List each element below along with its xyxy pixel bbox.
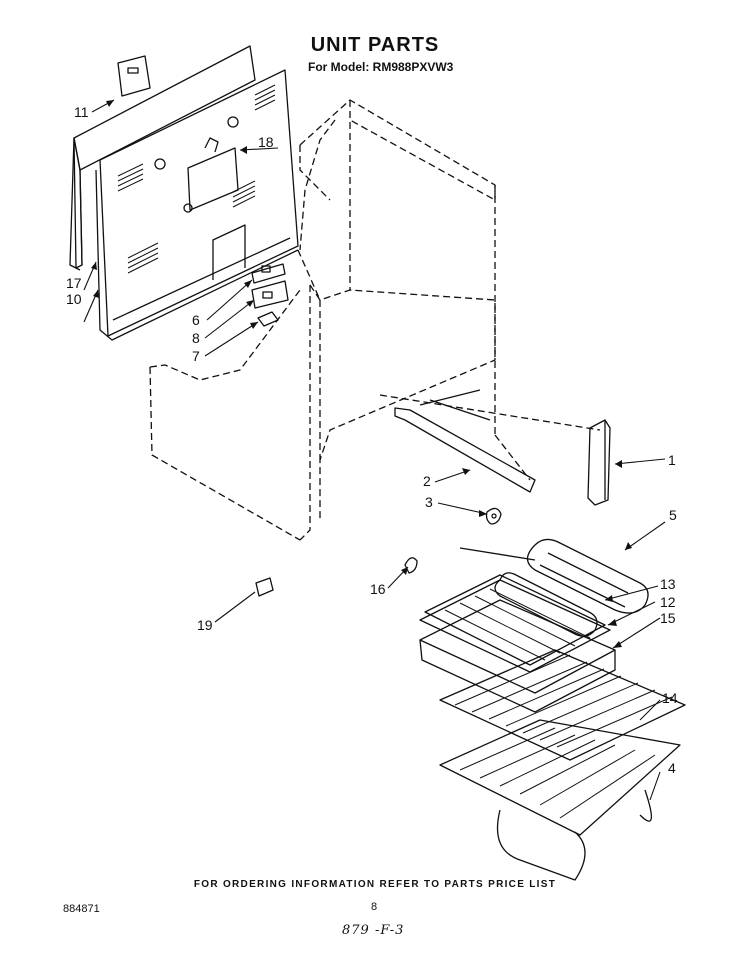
part-6-bracket bbox=[251, 263, 286, 284]
callout-15: 15 bbox=[660, 610, 676, 626]
ordering-note: FOR ORDERING INFORMATION REFER TO PARTS … bbox=[193, 879, 557, 890]
part-7-clip bbox=[257, 311, 279, 327]
callout-14: 14 bbox=[662, 690, 678, 706]
callout-8: 8 bbox=[192, 330, 200, 346]
part-5-bake-element bbox=[459, 538, 649, 614]
callout-5: 5 bbox=[669, 507, 677, 523]
part-16-clip bbox=[404, 557, 418, 574]
callout-19: 19 bbox=[197, 617, 213, 633]
callout-10: 10 bbox=[66, 291, 82, 307]
callout-3: 3 bbox=[425, 494, 433, 510]
callout-17: 17 bbox=[66, 275, 82, 291]
part-3-fastener bbox=[485, 507, 502, 525]
callout-11: 11 bbox=[74, 104, 89, 120]
handwritten-note: 879 -F-3 bbox=[342, 923, 405, 938]
part-1-side-trim bbox=[587, 419, 611, 506]
callout-13: 13 bbox=[660, 576, 676, 592]
callout-18: 18 bbox=[258, 134, 274, 150]
callout-2: 2 bbox=[423, 473, 431, 489]
callout-4: 4 bbox=[668, 760, 676, 776]
leader-arrowheads bbox=[91, 100, 632, 648]
part-2-rail bbox=[394, 389, 536, 493]
page-number: 8 bbox=[371, 901, 378, 913]
model-subtitle: For Model: RM988PXVW3 bbox=[308, 60, 454, 74]
page-title: UNIT PARTS bbox=[310, 34, 440, 56]
part-8-bracket bbox=[251, 280, 289, 309]
doc-number: 884871 bbox=[63, 903, 100, 915]
callout-16: 16 bbox=[370, 581, 386, 597]
part-19-connector bbox=[255, 577, 274, 597]
part-12-broiler-grid bbox=[419, 574, 611, 673]
part-11-cover-plate bbox=[117, 55, 151, 97]
part-4-lower-rack bbox=[439, 719, 681, 881]
callout-7: 7 bbox=[192, 348, 200, 364]
part-17-rear-panel bbox=[69, 45, 256, 271]
callout-6: 6 bbox=[192, 312, 200, 328]
part-10-back-panel bbox=[95, 69, 299, 341]
callout-1: 1 bbox=[668, 452, 676, 468]
cabinet-frame bbox=[149, 99, 601, 541]
callout-12: 12 bbox=[660, 594, 676, 610]
